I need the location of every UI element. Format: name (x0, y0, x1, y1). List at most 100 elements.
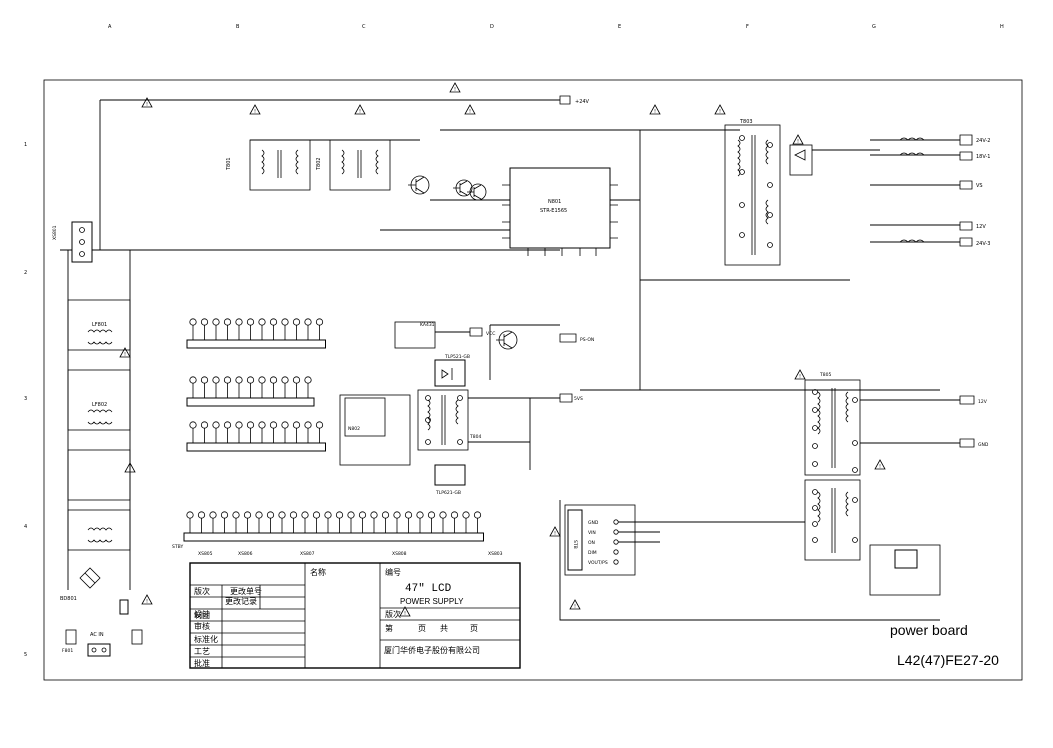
header-pin (246, 318, 255, 326)
header-pin (304, 421, 312, 429)
header-pin (189, 421, 197, 429)
transformer-t803 (737, 135, 769, 255)
fuse-holder-right (131, 629, 143, 645)
header-pin (416, 511, 424, 519)
optocoupler-1 (434, 359, 466, 387)
header-pin (212, 318, 220, 326)
tb-sheet-label: 第 (385, 623, 393, 633)
output-inductor-3 (899, 239, 925, 243)
bd801-label: BD801 (60, 596, 77, 602)
header-pin (255, 511, 263, 519)
header-pin (212, 421, 220, 429)
tb-change-record-label: 更改记录 (225, 596, 257, 606)
warning-triangle (249, 104, 261, 115)
header-pin (223, 318, 232, 326)
ps-on-label: PS-ON (580, 337, 594, 343)
column-label: F (746, 24, 749, 30)
vcc-terminal (469, 327, 483, 337)
regulator-block (394, 321, 436, 349)
warning-mark: ! (146, 102, 148, 108)
warning-triangle (449, 82, 461, 93)
header-pin (439, 511, 447, 519)
transformer-t802-frame (329, 139, 391, 191)
header-body (183, 532, 484, 542)
out-24v-2-label: 24V-2 (976, 138, 990, 144)
t805-label: T805 (819, 372, 831, 378)
out-18v-label: 18V-1 (976, 154, 990, 160)
header-pin (312, 511, 321, 519)
out-12v-a-label: 12V (976, 224, 986, 230)
t802-label: T802 (316, 157, 322, 171)
header-pin (258, 376, 266, 384)
ic-n801 (509, 167, 611, 249)
header-pin (281, 376, 289, 384)
stby-label: STBY (172, 544, 183, 550)
header-pin (278, 511, 286, 519)
bridge-rectifier (79, 567, 101, 589)
warning-mark: ! (129, 467, 131, 473)
warning-mark: ! (404, 611, 406, 617)
header-pin (347, 511, 355, 519)
lf803-choke (87, 527, 113, 543)
warning-triangle (569, 599, 581, 610)
tb-review-label: 审核 (194, 621, 210, 631)
header-body (186, 442, 326, 452)
fuse-body (119, 599, 129, 615)
column-label: D (490, 24, 494, 30)
model-caption: L42(47)FE27-20 (897, 652, 999, 668)
filter-rails (67, 250, 131, 590)
header-pin (235, 376, 243, 384)
warning-mark: ! (146, 599, 148, 605)
row-label: 4 (24, 524, 27, 530)
header-pin (235, 421, 243, 429)
header-pin (335, 511, 344, 519)
standby-block (339, 394, 411, 466)
transformer-t803-frame (724, 124, 781, 266)
pin-on-label: ON (588, 540, 595, 546)
tb-process-label: 工艺 (194, 647, 210, 656)
header-pin (200, 318, 209, 326)
warning-triangle (649, 104, 661, 115)
header-pin (197, 511, 206, 519)
warning-triangle (464, 104, 476, 115)
transformer-t801-frame (249, 139, 311, 191)
header-pin (450, 511, 459, 519)
tb-subtitle: POWER SUPPLY (400, 597, 464, 606)
header-pin (258, 318, 266, 326)
warning-mark: ! (254, 109, 256, 115)
optocoupler-2 (434, 464, 466, 486)
output-terminal-12v (959, 395, 975, 405)
opto-2-label: TLP621-GB (435, 490, 461, 496)
t801-label: T801 (226, 157, 232, 171)
transistor-q4 (496, 330, 518, 350)
out-5vs-label: 5VS (574, 396, 583, 402)
header-pin (220, 511, 229, 519)
header-pin (200, 376, 209, 384)
header-pin (393, 511, 401, 519)
ic-n801-part: STR-E1565 (540, 208, 567, 214)
transformer-t806-frame (804, 479, 861, 561)
output-terminal-18v (959, 151, 973, 161)
out-24v-label: +24V (575, 99, 590, 105)
pin-dim-label: DIM (588, 550, 597, 556)
board-caption: power board (890, 622, 968, 638)
lower-right-regulator-area (869, 544, 941, 596)
header-pin (200, 421, 209, 429)
fuse-label: F801 (62, 648, 73, 654)
header-pin (381, 511, 390, 519)
stb-connector (567, 509, 583, 571)
tb-version-label: 版次 (194, 586, 210, 596)
tb-change-no-label: 更改单号 (230, 586, 262, 596)
ic-n801-pins (502, 184, 618, 256)
output-terminal-24v-2 (959, 134, 973, 146)
header-pin (292, 376, 301, 384)
xs803-label: XS803 (488, 551, 503, 557)
header-pin (246, 376, 255, 384)
header-pin (292, 421, 301, 429)
header-pin (269, 318, 278, 326)
frame-border (43, 79, 1023, 681)
ic-n802-label: N802 (348, 426, 360, 432)
header-pin (404, 511, 413, 519)
